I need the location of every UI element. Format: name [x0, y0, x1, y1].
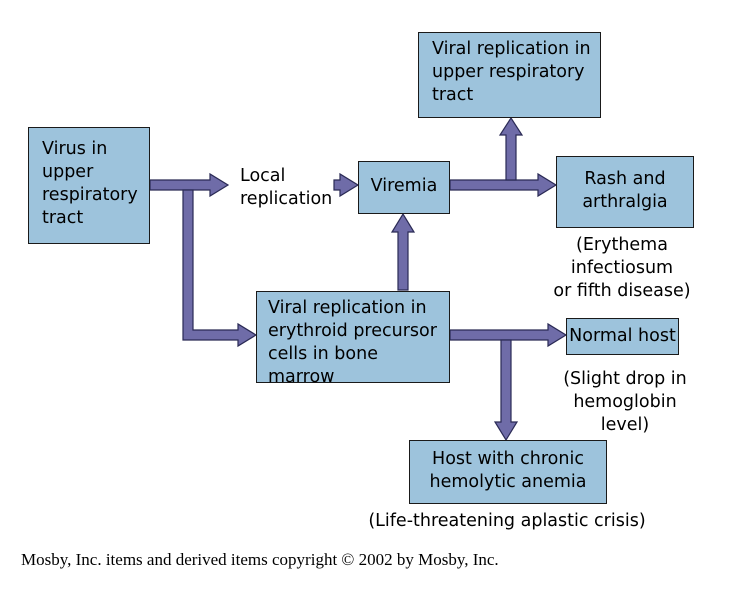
normal-host-label: Normal host	[569, 326, 676, 346]
box-virus-upper-respiratory: Virus in upper respiratory tract	[28, 127, 150, 244]
box-upper-respiratory-replication: Viral replication in upper respiratory t…	[418, 32, 601, 118]
chronic-host-label: Host with chronic hemolytic anemia	[429, 449, 587, 492]
box-marrow-replication: Viral replication in erythroid precursor…	[256, 291, 450, 387]
arrow-marrow-to-viremia	[390, 212, 416, 291]
box-normal-host: Normal host	[566, 318, 679, 355]
box-rash-arthralgia: Rash and arthralgia	[556, 156, 694, 228]
arrow-viremia-to-upper	[498, 116, 524, 181]
viremia-label: Viremia	[370, 176, 438, 196]
rash-label: Rash and arthralgia	[582, 169, 668, 212]
arrow-local-to-viremia	[333, 172, 360, 198]
chronic-host-note: (Life-threatening aplastic crisis)	[368, 511, 646, 531]
box-chronic-host: Host with chronic hemolytic anemia	[409, 440, 607, 504]
virus-label: Virus in upper respiratory tract	[42, 139, 138, 228]
local-replication-label: Local replication	[240, 166, 333, 209]
arrow-marrow-to-normal	[449, 322, 568, 348]
rash-note: (Erythema infectiosum or fifth disease)	[553, 235, 691, 301]
upper-replication-label: Viral replication in upper respiratory t…	[432, 39, 591, 105]
arrow-viremia-to-rash	[449, 172, 558, 198]
arrow-virus-to-marrow	[182, 189, 258, 348]
copyright-footer: Mosby, Inc. items and derived items copy…	[21, 550, 499, 569]
normal-host-note: (Slight drop in hemoglobin level)	[563, 369, 687, 435]
marrow-label: Viral replication in erythroid precursor…	[268, 298, 437, 387]
arrow-virus-to-local	[149, 172, 230, 198]
arrow-marrow-to-chronic	[493, 339, 519, 442]
box-viremia: Viremia	[358, 161, 450, 214]
